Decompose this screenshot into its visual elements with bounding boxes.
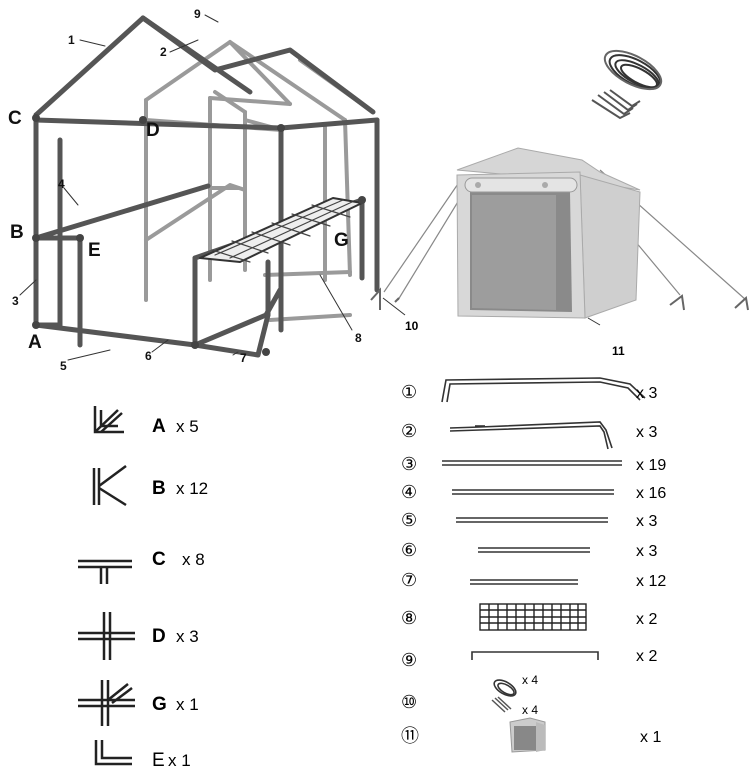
rope-coil-icon	[599, 43, 667, 97]
label-11: 11	[612, 344, 625, 358]
rope-qty: x 4	[522, 673, 538, 687]
part-number-2: ②	[401, 421, 417, 441]
corner-connector-icon	[95, 406, 124, 432]
tee-connector-icon	[78, 561, 132, 584]
part-number-1: ①	[401, 382, 417, 402]
frame-illustration	[20, 15, 377, 360]
connector-qty-c: x 8	[182, 550, 205, 569]
pipe-6-icon	[478, 548, 590, 552]
label-1: 1	[68, 33, 75, 47]
label-a: A	[28, 332, 42, 353]
part-qty-8: x 2	[636, 611, 657, 628]
connector-row-g: G x 1	[152, 694, 199, 715]
part-number-8: ⑧	[401, 608, 417, 628]
pipe-7-icon	[470, 580, 578, 584]
connector-qty-e: x 1	[168, 751, 191, 769]
part-qty-1: x 3	[636, 385, 657, 402]
label-2: 2	[160, 45, 167, 59]
label-e: E	[88, 240, 101, 261]
label-4: 4	[58, 177, 65, 191]
shelf-grid-icon	[480, 604, 586, 630]
connector-qty-g: x 1	[176, 695, 199, 714]
part-qty-6: x 3	[636, 543, 657, 560]
assembled-greenhouse	[371, 148, 748, 325]
part-number-11: ⑪	[401, 726, 419, 746]
connector-row-d: D x 3	[152, 626, 199, 647]
connector-letter-c: C	[152, 549, 166, 570]
connector-qty-a: x 5	[176, 417, 199, 436]
elbow-connector-icon	[96, 740, 132, 764]
connector-row-a: A x 5	[152, 416, 199, 437]
cross-diagonal-connector-icon	[78, 680, 135, 726]
label-g: G	[334, 230, 349, 251]
small-pegs-icon	[492, 697, 511, 712]
rod-bracket-icon	[472, 652, 598, 660]
label-5: 5	[60, 359, 67, 373]
connector-letter-a: A	[152, 416, 166, 437]
part-number-4: ④	[401, 482, 417, 502]
connector-letter-b: B	[152, 478, 166, 499]
connector-letter-d: D	[152, 626, 166, 647]
part-number-9: ⑨	[401, 650, 417, 670]
peg-qty: x 4	[522, 703, 538, 717]
part-number-7: ⑦	[401, 570, 417, 590]
ground-pegs-icon	[592, 90, 640, 118]
connector-letter-g: G	[152, 694, 167, 715]
connector-qty-d: x 3	[176, 627, 199, 646]
part-qty-9: x 2	[636, 648, 657, 665]
pipe-4-icon	[452, 490, 614, 494]
three-way-connector-icon	[94, 466, 126, 505]
label-d: D	[146, 120, 160, 141]
connector-row-c: C x 8	[152, 549, 205, 570]
connector-row-b: B x 12	[152, 478, 208, 499]
part-qty-2: x 3	[636, 424, 657, 441]
long-pipe-icon	[442, 461, 622, 465]
part-number-5: ⑤	[401, 510, 417, 530]
connector-list: A x 5 B x 12 C x 8	[78, 406, 208, 769]
connector-row-e: E x 1	[152, 750, 191, 769]
label-3: 3	[12, 294, 19, 308]
bent-pipe-1-icon	[442, 378, 645, 402]
parts-list: ① ② ③ ④ ⑤ ⑥ ⑦ ⑧ ⑨ ⑩ ⑪	[401, 378, 666, 752]
label-8: 8	[355, 331, 362, 345]
label-c: C	[8, 108, 22, 129]
cross-connector-icon	[78, 612, 135, 660]
part-qty-11: x 1	[640, 729, 661, 746]
pipe-5-icon	[456, 518, 608, 522]
part-number-10: ⑩	[401, 692, 417, 712]
label-9: 9	[194, 7, 201, 21]
connector-letter-e: E	[152, 750, 165, 769]
connector-qty-b: x 12	[176, 479, 208, 498]
part-number-3: ③	[401, 454, 417, 474]
bent-pipe-2-icon	[450, 422, 612, 449]
label-10: 10	[405, 319, 419, 333]
greenhouse-cover-icon	[510, 718, 545, 752]
part-qty-7: x 12	[636, 573, 666, 590]
label-7: 7	[240, 351, 247, 365]
part-qty-3: x 19	[636, 457, 666, 474]
part-number-6: ⑥	[401, 540, 417, 560]
label-6: 6	[145, 349, 152, 363]
rope-and-pegs-icon: x 4 x 4	[492, 673, 539, 717]
part-qty-4: x 16	[636, 485, 666, 502]
small-rope-coil-icon	[492, 677, 519, 699]
part-qty-5: x 3	[636, 513, 657, 530]
label-b: B	[10, 222, 24, 243]
